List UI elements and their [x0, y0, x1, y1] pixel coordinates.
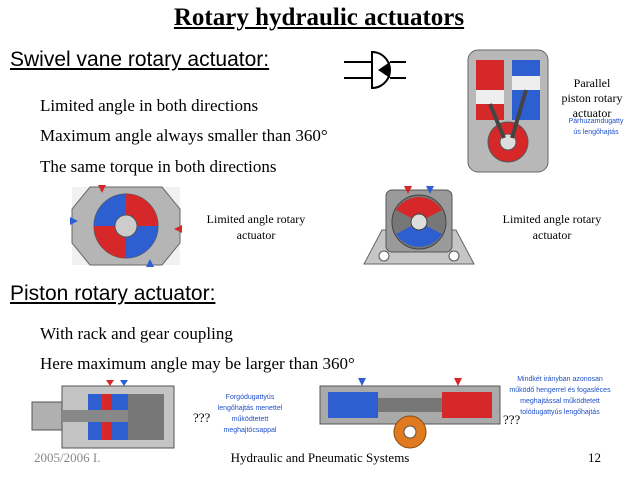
parallel-caption-line3: actuator	[572, 106, 612, 120]
limited-caption-1-line1: Limited angle rotary	[206, 212, 306, 226]
page-number: 12	[588, 450, 601, 465]
hu-left-line2: lengőhajtás menettel	[217, 405, 283, 412]
slide-title: Rotary hydraulic actuators	[173, 4, 465, 31]
rotary-actuator-symbol	[344, 50, 406, 90]
parallel-hu-line2: ús lengőhajtás	[573, 129, 619, 136]
bullet-max-angle: Maximum angle always smaller than 360°	[40, 126, 328, 145]
parallel-caption-line1: Parallel	[573, 76, 611, 90]
vane-actuator-image-2	[363, 186, 475, 265]
limited-caption-1-line2: actuator	[236, 228, 276, 242]
bullet-same-torque: The same torque in both directions	[40, 157, 277, 176]
parallel-hu-line1: Párhuzamdugatty	[568, 118, 624, 125]
rack-gear-actuator-image	[319, 378, 501, 449]
footer-course-title: Hydraulic and Pneumatic Systems	[230, 450, 410, 465]
hungarian-caption-left: Forgódugattyús lengőhajtás menettel műkö…	[206, 392, 294, 436]
parallel-piston-caption: Parallel piston rotary actuator	[552, 76, 632, 121]
parallel-caption-line2: piston rotary	[561, 91, 623, 105]
question-marks-left: ???	[193, 410, 211, 425]
parallel-hungarian-caption: Párhuzamdugatty ús lengőhajtás	[556, 116, 636, 138]
hungarian-caption-right: Mindkét irányban azonosan működő hengerr…	[498, 374, 622, 418]
limited-angle-caption-1: Limited angle rotary actuator	[196, 211, 316, 243]
hu-right-line4: tolódugattyús lengőhajtás	[520, 409, 600, 416]
question-marks-right: ???	[503, 412, 521, 427]
parallel-piston-actuator-image	[467, 49, 549, 173]
hu-left-line1: Forgódugattyús	[225, 394, 275, 401]
bullet-rack-gear: With rack and gear coupling	[40, 324, 233, 343]
vane-actuator-image-1	[70, 185, 182, 267]
footer-date: 2005/2006 I.	[34, 450, 101, 465]
section-heading-piston-rotary: Piston rotary actuator:	[10, 282, 216, 305]
bullet-larger-angle: Here maximum angle may be larger than 36…	[40, 354, 355, 373]
hu-right-line2: működő hengerrel és fogasléces	[509, 387, 611, 394]
limited-caption-2-line2: actuator	[532, 228, 572, 242]
section-heading-swivel-vane: Swivel vane rotary actuator:	[10, 48, 270, 71]
hu-right-line3: meghajtással működtetett	[520, 398, 600, 405]
hu-left-line4: meghajtócsappal	[223, 427, 277, 434]
bullet-limited-angle: Limited angle in both directions	[40, 96, 259, 115]
limited-angle-caption-2: Limited angle rotary actuator	[492, 211, 612, 243]
limited-caption-2-line1: Limited angle rotary	[502, 212, 602, 226]
screw-piston-actuator-image	[31, 380, 175, 449]
hu-left-line3: működtetett	[231, 416, 269, 423]
hu-right-line1: Mindkét irányban azonosan	[517, 376, 603, 383]
